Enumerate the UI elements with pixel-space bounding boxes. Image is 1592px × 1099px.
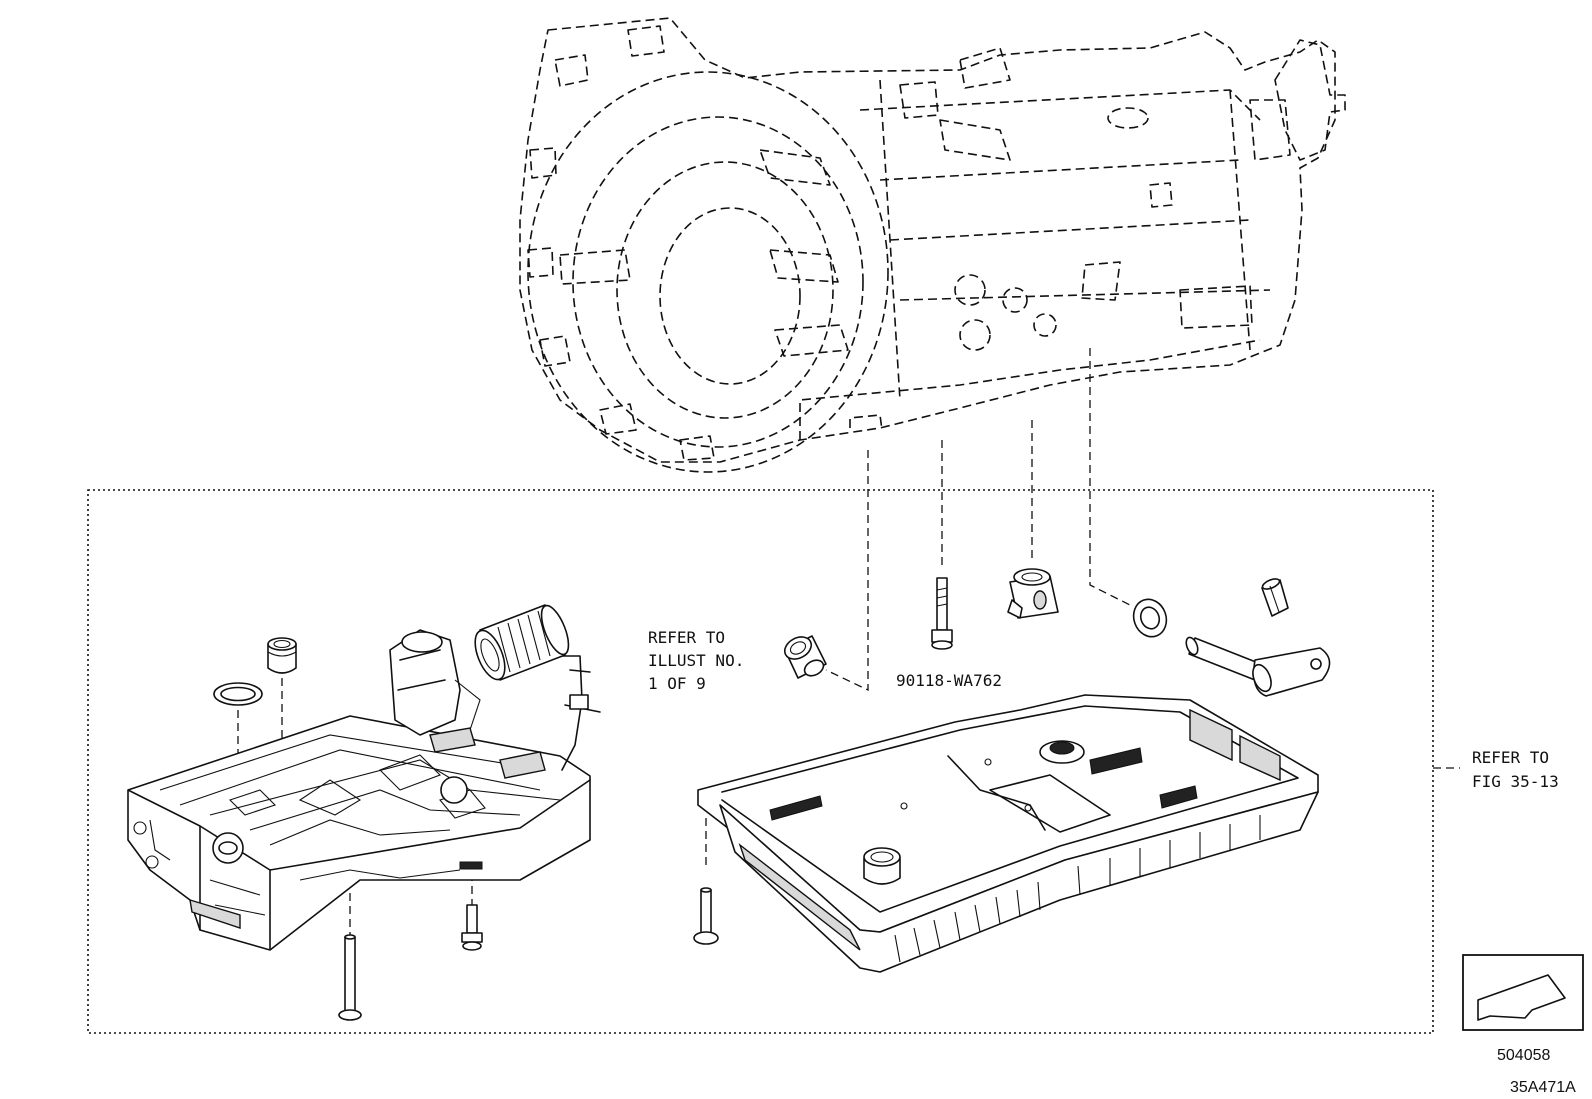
shift-lever-shaft xyxy=(1185,636,1331,697)
valve-body-bolt-long xyxy=(338,934,362,1021)
o-ring xyxy=(213,682,263,706)
part-number-label: 90118-WA762 xyxy=(896,671,1002,690)
bolt-90118-wa762 xyxy=(931,577,953,650)
refer-illust-line1: REFER TO xyxy=(648,628,725,647)
connector-sleeve xyxy=(474,604,570,681)
oil-pan xyxy=(697,694,1319,973)
oil-pan-bolt xyxy=(693,887,719,945)
refer-fig-callout: REFER TO FIG 35-13 xyxy=(1472,748,1559,791)
transmission-housing xyxy=(519,17,1346,473)
front-direction-arrow-icon xyxy=(1462,954,1584,1031)
valve-body-bolt-short xyxy=(461,904,483,951)
detail-frame xyxy=(87,489,1434,1034)
refer-illust-line3: 1 OF 9 xyxy=(648,674,706,693)
plug-part xyxy=(783,635,827,679)
washer xyxy=(1132,598,1168,638)
refer-illust-callout: REFER TO ILLUST NO. 1 OF 9 xyxy=(648,628,744,693)
refer-fig-line2: FIG 35-13 xyxy=(1472,772,1559,791)
refer-illust-line2: ILLUST NO. xyxy=(648,651,744,670)
sensor-fitting xyxy=(1007,568,1059,619)
illustration-id: 504058 xyxy=(1497,1047,1550,1064)
valve-body-assembly xyxy=(127,629,601,951)
spring-pin xyxy=(1261,578,1289,617)
sleeve xyxy=(267,637,297,674)
refer-fig-line1: REFER TO xyxy=(1472,748,1549,767)
drawing-code: 35A471A xyxy=(1510,1079,1576,1096)
